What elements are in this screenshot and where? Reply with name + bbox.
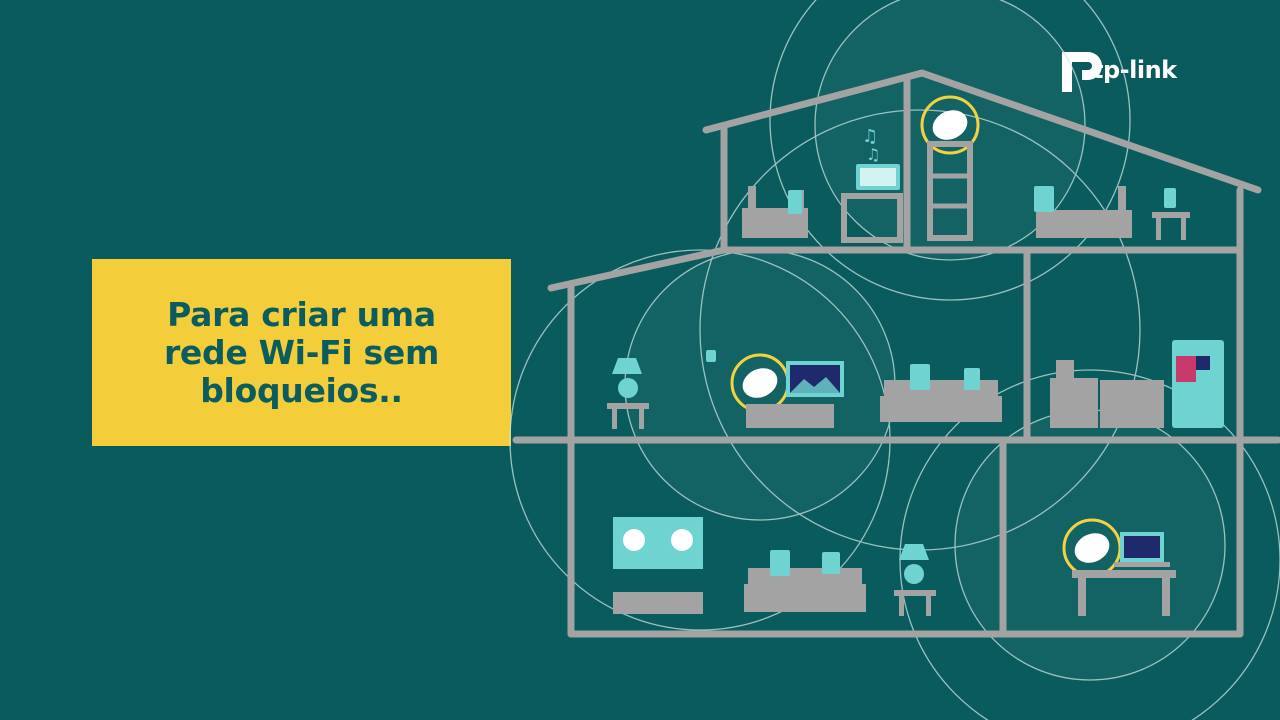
tv-stand-icon xyxy=(746,404,834,428)
desk-icon xyxy=(841,193,903,243)
sofa-icon xyxy=(880,380,1002,422)
music-note-icon: ♫ xyxy=(862,126,878,147)
stove-icon xyxy=(1050,360,1098,428)
tv-icon xyxy=(786,361,844,397)
cabinet-icon xyxy=(1100,380,1164,428)
caption-box: Para criar uma rede Wi-Fi sem bloqueios.… xyxy=(92,259,511,446)
music-note-icon: ♫ xyxy=(866,145,880,164)
tablet-icon xyxy=(706,350,980,390)
laptop-icon xyxy=(1114,532,1170,567)
side-table-icon xyxy=(894,590,936,616)
mesh-router-icon xyxy=(920,95,980,155)
side-table-icon xyxy=(607,403,649,429)
bed-icon xyxy=(1036,186,1132,238)
sofa-icon xyxy=(744,568,866,612)
wifi-coverage-circle xyxy=(769,0,1131,301)
house-outline xyxy=(512,69,1280,638)
tv-stand-icon xyxy=(613,592,703,614)
lamp-icon xyxy=(899,544,929,584)
mesh-routers xyxy=(730,95,1122,578)
desk-icon xyxy=(1072,570,1176,616)
caption-text: Para criar uma rede Wi-Fi sem bloqueios.… xyxy=(163,294,440,410)
tp-link-logo-icon xyxy=(1062,52,1102,92)
shelf-icon xyxy=(927,141,973,241)
tp-link-logo-text: tp-link xyxy=(1092,56,1177,84)
tablet-icon xyxy=(770,550,840,576)
fridge-icon xyxy=(1172,340,1224,428)
lamp-icon xyxy=(612,358,642,398)
tv-icon xyxy=(613,517,703,569)
tablet-icon xyxy=(788,186,1176,214)
monitor-icon xyxy=(856,164,900,190)
side-table-icon xyxy=(1152,212,1190,240)
